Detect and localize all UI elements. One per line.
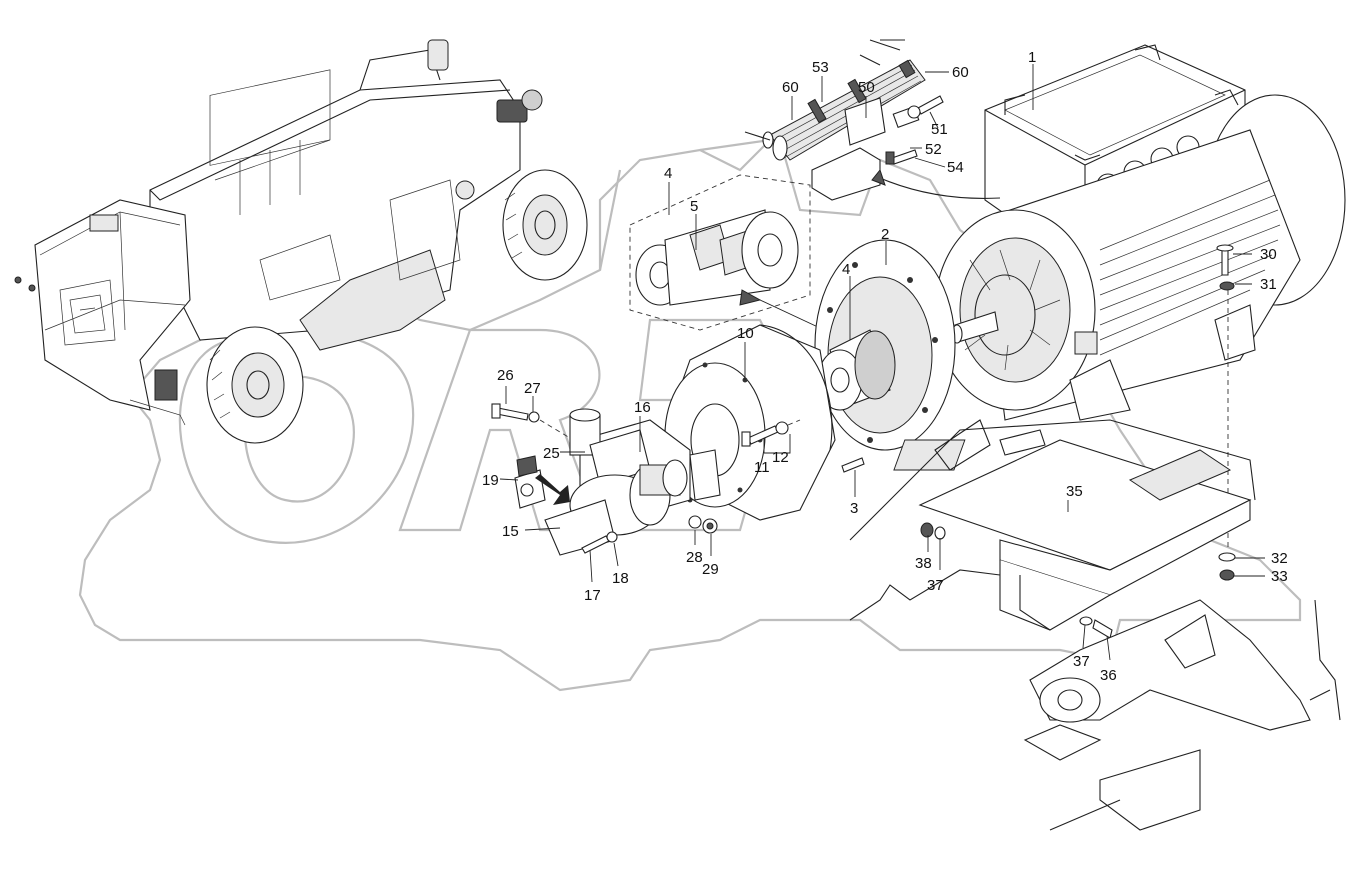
fasteners xyxy=(491,95,1236,639)
part-label: 60 xyxy=(952,64,969,81)
part-label: 11 xyxy=(754,459,770,476)
part-label: 51 xyxy=(931,121,948,138)
part-label: 1 xyxy=(1028,49,1036,66)
mounting-bracket xyxy=(849,419,1341,831)
coupling-detail xyxy=(629,174,836,336)
part-label: 53 xyxy=(812,59,829,76)
part-label: 30 xyxy=(1260,246,1277,263)
part-label: 32 xyxy=(1271,550,1288,567)
cable-bundle xyxy=(744,39,1001,201)
machine-illustration xyxy=(14,39,588,444)
part-label: 12 xyxy=(772,449,789,466)
part-label: 29 xyxy=(702,561,719,578)
part-label: 2 xyxy=(881,226,889,243)
part-label: 10 xyxy=(737,325,754,342)
leader-lines xyxy=(499,64,1265,661)
part-label: 52 xyxy=(925,141,942,158)
part-label: 54 xyxy=(947,159,964,176)
part-label: 35 xyxy=(1066,483,1083,500)
part-label: 50 xyxy=(858,79,875,96)
part-label: 33 xyxy=(1271,568,1288,585)
part-label: 26 xyxy=(497,367,514,384)
part-label: 25 xyxy=(543,445,560,462)
mounting-flange xyxy=(814,239,956,451)
part-label: 4 xyxy=(842,261,850,278)
part-number-labels: 1 2 3 4 4 5 10 11 12 15 16 17 18 19 25 2… xyxy=(482,49,1288,684)
part-label: 5 xyxy=(690,198,698,215)
part-label: 16 xyxy=(634,399,651,416)
part-label: 3 xyxy=(850,500,858,517)
part-label: 17 xyxy=(584,587,601,604)
electric-motor xyxy=(934,44,1346,421)
part-label: 18 xyxy=(612,570,629,587)
part-label: 36 xyxy=(1100,667,1117,684)
part-label: 15 xyxy=(502,523,519,540)
part-label: 37 xyxy=(1073,653,1090,670)
part-label: 28 xyxy=(686,549,703,566)
part-label: 19 xyxy=(482,472,499,489)
part-label: 60 xyxy=(782,79,799,96)
part-label: 31 xyxy=(1260,276,1277,293)
part-label: 27 xyxy=(524,380,541,397)
pump-assembly xyxy=(514,408,721,556)
part-label: 4 xyxy=(664,165,672,182)
part-label: 37 xyxy=(927,577,944,594)
part-label: 38 xyxy=(915,555,932,572)
